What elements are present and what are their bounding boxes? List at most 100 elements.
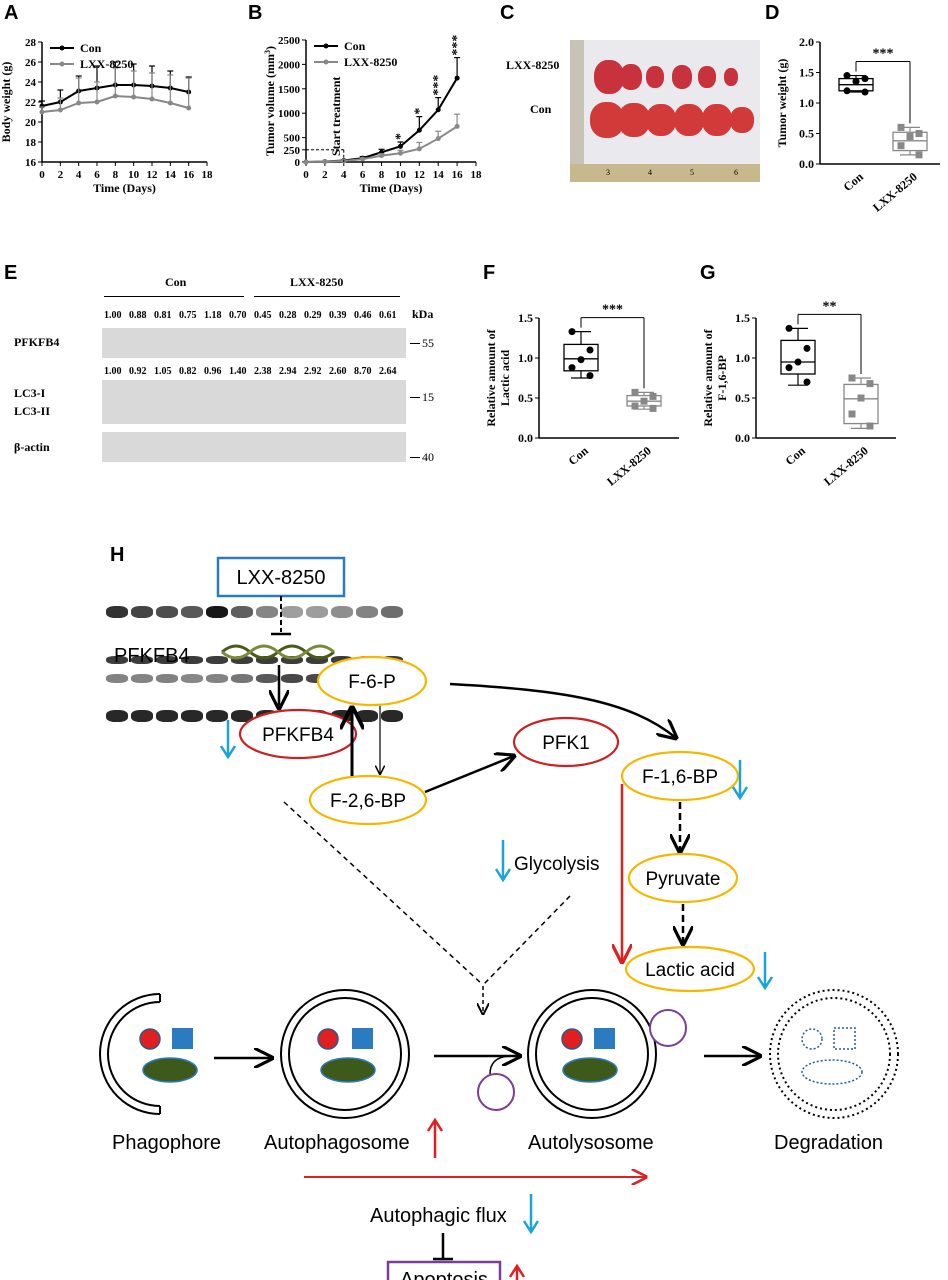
dna-helix-icon-strand (221, 644, 335, 660)
legend-label: LXX-8250 (344, 55, 397, 69)
pyruvate-node (627, 852, 739, 904)
x-axis-label: Time (Days) (93, 181, 156, 195)
y-axis-label: Relative amount of (484, 328, 498, 426)
group-con-label: Con (165, 275, 187, 289)
lc3-quant: 2.60 (329, 366, 347, 377)
phagophore-red-cargo (139, 1028, 161, 1050)
pfkfb4-quant: 0.88 (129, 310, 147, 321)
row-label-lc3-i: LC3-I (14, 386, 46, 400)
data-point (785, 364, 793, 372)
pfkfb4-quant: 0.45 (254, 310, 272, 321)
category-label: Con (783, 443, 809, 468)
autophagosome-label: Autophagosome (264, 1132, 410, 1154)
legend-label: LXX-8250 (80, 57, 133, 71)
pfkfb4-quant: 0.70 (229, 310, 247, 321)
tumor-lxx (620, 64, 642, 90)
data-point (866, 422, 874, 430)
data-point (568, 364, 576, 372)
degradation-red-cargo (801, 1028, 823, 1050)
category-label: Con (566, 443, 592, 468)
x-tick-label: 14 (165, 169, 177, 181)
x-tick-label: 8 (113, 169, 119, 181)
category-label: LXX-8250 (604, 444, 654, 489)
data-point (57, 107, 63, 113)
y-tick-label: 1500 (278, 84, 301, 96)
pfkfb4-quant: 1.00 (104, 310, 122, 321)
autolysosome-red-cargo (561, 1028, 583, 1050)
y-tick-label: 26 (25, 57, 37, 69)
legend-marker (323, 43, 329, 49)
autophagosome-inner (288, 997, 402, 1111)
data-point (397, 150, 403, 156)
y-tick-label: 0.5 (799, 127, 814, 141)
data-point (186, 105, 192, 111)
y-tick-label: 28 (25, 37, 37, 49)
data-point (454, 75, 460, 81)
pfkfb4-quant: 0.39 (329, 310, 347, 321)
autophagosome-green-cargo (320, 1057, 376, 1083)
y-axis-label: Tumor weight (g) (775, 59, 789, 148)
band-pfkfb4 (281, 606, 303, 618)
band-pfkfb4 (131, 606, 153, 618)
band-lc3-i (281, 656, 303, 664)
blot-lc3 (102, 380, 406, 424)
band-pfkfb4 (106, 606, 128, 618)
lc3-quant: 1.40 (229, 366, 247, 377)
phagophore-blue-cargo (172, 1028, 193, 1049)
data-point (149, 96, 155, 102)
x-tick-label: 16 (452, 169, 464, 181)
y-tick-label: 250 (284, 145, 301, 157)
lactic-acid-node-label: Lactic acid (645, 960, 735, 981)
row-label-beta-actin: β-actin (14, 440, 50, 454)
data-point (843, 72, 851, 80)
panel-letter-h: H (110, 544, 125, 566)
band-lc3-i (181, 656, 203, 664)
y-tick-label: 1.0 (735, 351, 750, 365)
x-tick-label: 10 (128, 169, 140, 181)
significance-mark: *** (431, 75, 446, 96)
legend-marker (59, 61, 65, 67)
data-point (397, 143, 403, 149)
autolysosome-lysosome (649, 1009, 687, 1047)
label-con: Con (530, 102, 552, 116)
band-lc3-i (256, 656, 278, 664)
tumor-con (646, 104, 676, 136)
x-tick-label: 2 (58, 169, 64, 181)
band-lc3-ii (231, 674, 253, 683)
lc3-quant: 1.05 (154, 366, 172, 377)
panel-letter-f: F (483, 262, 496, 284)
y-tick-label: 0.5 (518, 391, 533, 405)
y-axis-label: Tumor volume (mm3) (263, 46, 278, 156)
data-point (915, 130, 923, 137)
data-point (586, 372, 594, 380)
panel-letter-a: A (4, 2, 19, 24)
data-point (586, 346, 594, 354)
y-tick-label: 2.0 (799, 35, 814, 49)
x-tick-label: 0 (39, 169, 45, 181)
data-point (852, 78, 860, 86)
significance-mark: * (393, 133, 408, 140)
autophagosome-red-cargo (317, 1028, 339, 1050)
mw-40-tick (410, 457, 420, 458)
data-point (416, 127, 422, 133)
data-point (322, 159, 328, 165)
lactic-down-arrow-head (756, 976, 774, 991)
panel-letter-c: C (500, 2, 515, 24)
autolysosome-label: Autolysosome (528, 1132, 654, 1154)
x-tick-label: 16 (183, 169, 195, 181)
mw-55-tick (410, 343, 420, 344)
apoptosis-up-arrow-head (508, 1263, 526, 1278)
lc3-quant: 2.64 (379, 366, 397, 377)
band-lc3-ii (131, 674, 153, 683)
pfkfb4-node-label: PFKFB4 (262, 725, 334, 746)
lc3-quant: 2.94 (279, 366, 297, 377)
lysosome (477, 1073, 515, 1111)
flux-down-arrow-head (522, 1220, 540, 1235)
band-pfkfb4 (331, 606, 353, 618)
y-tick-label: 1000 (278, 108, 301, 120)
y-tick-label: 0.0 (735, 431, 750, 445)
autophagosome-up-arrow-head (426, 1117, 444, 1132)
band-pfkfb4 (156, 606, 178, 618)
category-label: Con (841, 169, 867, 194)
